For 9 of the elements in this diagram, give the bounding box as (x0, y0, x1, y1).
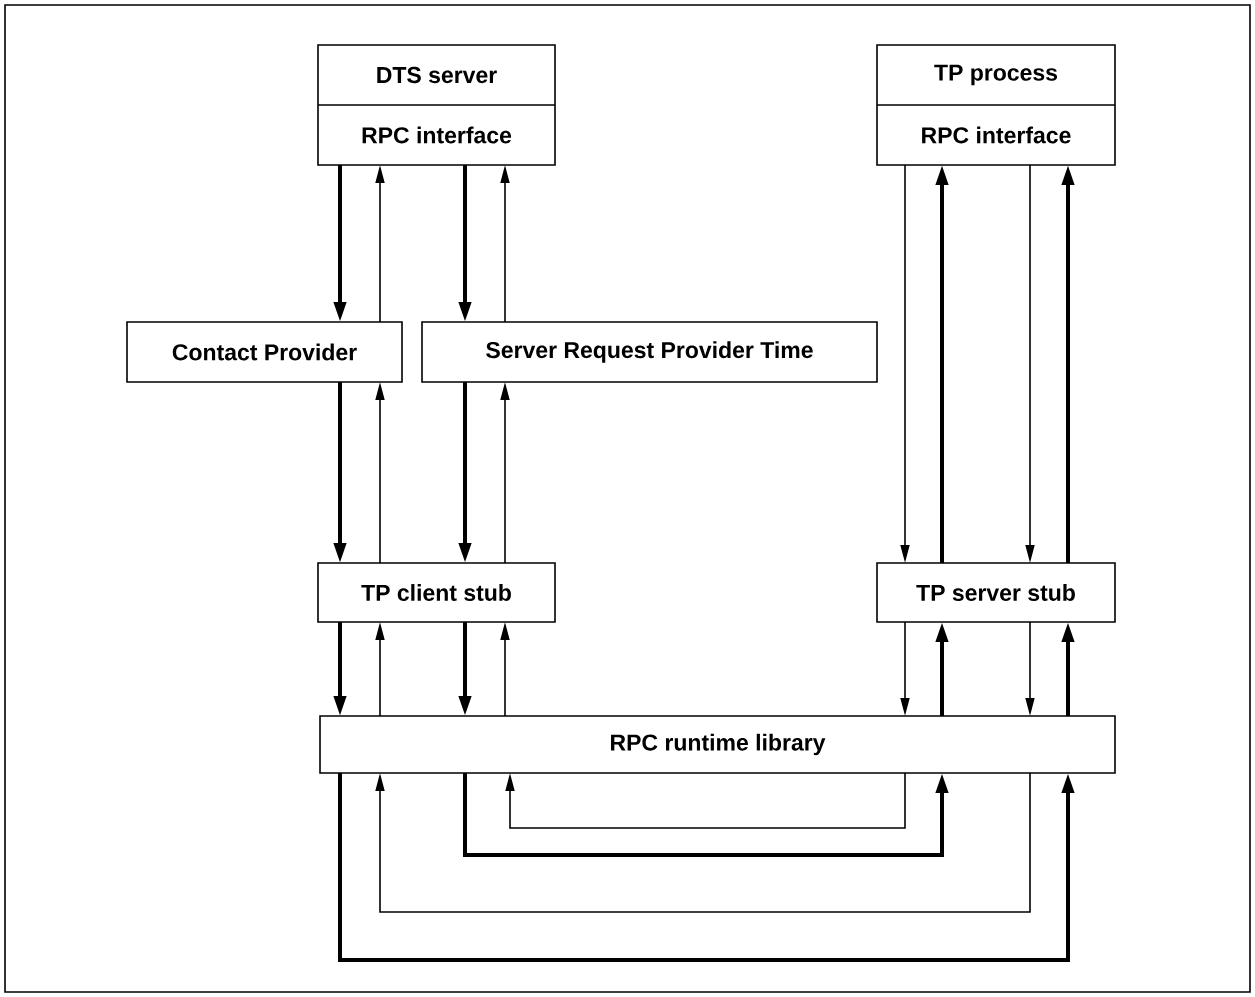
component-box: RPC runtime library (319, 715, 1116, 774)
component-box: TP client stub (317, 562, 556, 623)
arrow (505, 772, 906, 829)
arrow (375, 772, 1031, 913)
component-box: DTS server RPC interface (317, 44, 556, 166)
component-box: TP server stub (876, 562, 1116, 623)
component-box: Server Request Provider Time (421, 321, 878, 383)
component-box: TP process RPC interface (876, 44, 1116, 166)
component-box: Contact Provider (126, 321, 403, 383)
